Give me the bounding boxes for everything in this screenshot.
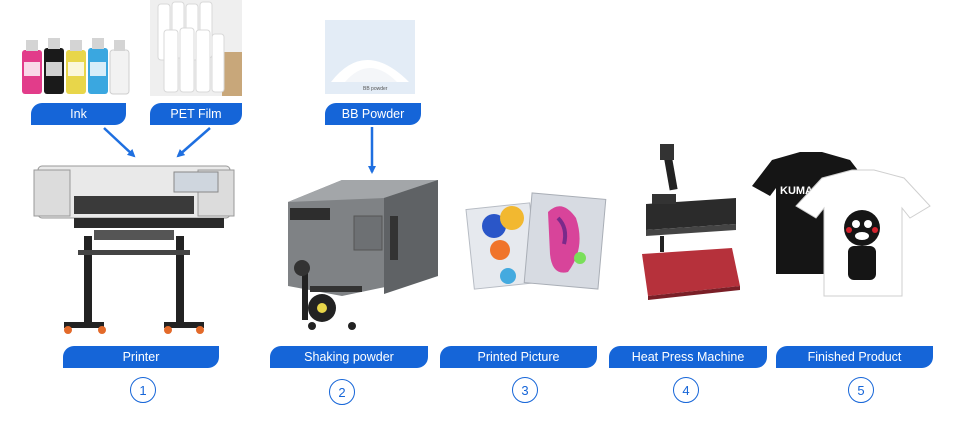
bb-powder-label: BB Powder <box>325 103 421 125</box>
step-label-shaking-powder: Shaking powder <box>270 346 428 368</box>
ink-bottle-black <box>44 38 64 94</box>
ink-bottles-image <box>22 38 130 95</box>
pet-film-image <box>150 0 242 96</box>
ink-bottle-yellow <box>66 40 86 94</box>
ink-bottle-white <box>109 40 130 95</box>
printed-picture-image <box>465 192 607 290</box>
ink-label: Ink <box>31 103 126 125</box>
step-label-finished-product: Finished Product <box>776 346 933 368</box>
step-number-3: 3 <box>512 377 538 403</box>
ink-bottle-magenta <box>22 40 42 94</box>
bb-powder-image: BB powder <box>325 20 415 94</box>
step-number-4: 4 <box>673 377 699 403</box>
step-number-2: 2 <box>329 379 355 405</box>
svg-text:BB powder: BB powder <box>363 86 388 92</box>
pet-film-label: PET Film <box>150 103 242 125</box>
step-label-heat-press: Heat Press Machine <box>609 346 767 368</box>
step-number-1: 1 <box>130 377 156 403</box>
step-label-printed-picture: Printed Picture <box>440 346 597 368</box>
step-number-5: 5 <box>848 377 874 403</box>
heat-press-image <box>642 144 740 300</box>
ink-bottle-cyan <box>88 38 108 94</box>
shaker-machine-image <box>288 180 438 330</box>
step-label-printer: Printer <box>63 346 219 368</box>
t-shirts-image: KUMAMO <box>752 152 931 297</box>
printer-image <box>33 165 235 334</box>
